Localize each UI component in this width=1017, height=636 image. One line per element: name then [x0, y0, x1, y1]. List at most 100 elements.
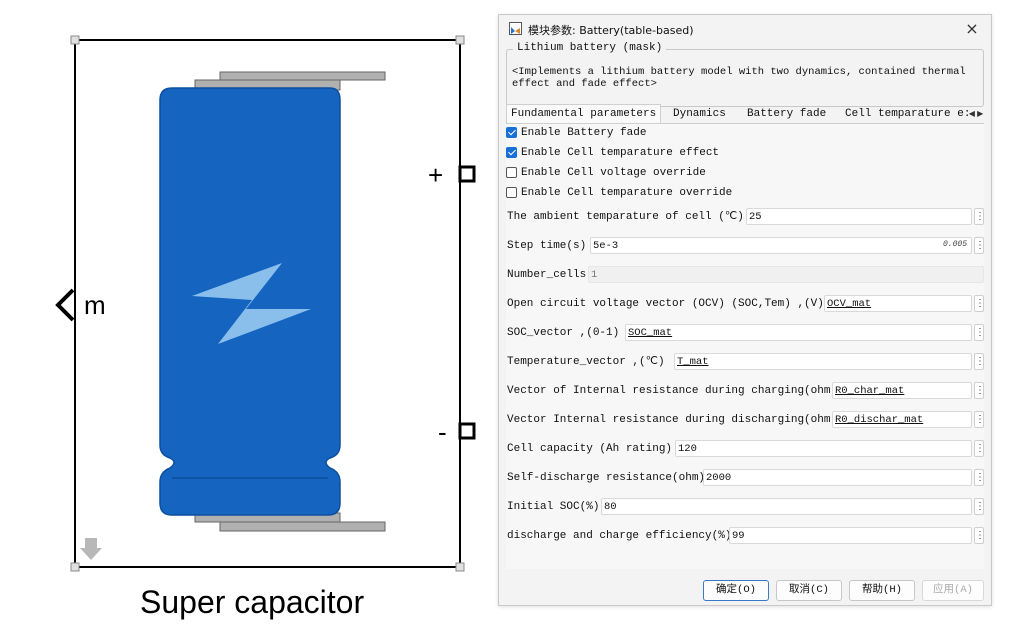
param-input-r0-charging[interactable]: R0_char_mat	[832, 382, 972, 399]
cancel-button[interactable]: 取消(C)	[776, 580, 842, 601]
param-label: SOC_vector ,(0-1)	[507, 327, 620, 339]
param-row-soc-vector: SOC_vector ,(0-1) SOC_mat ⋮	[506, 324, 985, 342]
param-label: Initial SOC(%)	[507, 501, 600, 513]
dialog-title: 模块参数: Battery(table-based)	[528, 24, 694, 37]
param-label: The ambient temparature of cell (℃)	[507, 211, 744, 223]
param-input-soc-vector[interactable]: SOC_mat	[625, 324, 972, 341]
checkbox-unchecked-icon[interactable]	[506, 167, 517, 178]
param-label: Cell capacity (Ah rating)	[507, 443, 673, 455]
param-input-temperature-vector[interactable]: T_mat	[674, 353, 972, 370]
resize-handle-br	[455, 562, 465, 572]
tab-strip: Fundamental parameters Dynamics Battery …	[506, 104, 984, 125]
param-input-cell-capacity[interactable]: 120	[675, 440, 972, 457]
dialog-titlebar[interactable]: 模块参数: Battery(table-based) ×	[499, 15, 991, 43]
param-menu-icon[interactable]: ⋮	[974, 353, 985, 370]
param-value: 25	[749, 211, 762, 223]
param-row-ocv-vector: Open circuit voltage vector (OCV) (SOC,T…	[506, 295, 985, 313]
capacitor-body	[159, 87, 341, 516]
param-menu-icon[interactable]: ⋮	[974, 295, 985, 312]
super-capacitor-block[interactable]: + - m Super capacitor	[0, 0, 495, 636]
param-menu-icon[interactable]: ⋮	[974, 208, 985, 225]
help-button[interactable]: 帮助(H)	[849, 580, 915, 601]
apply-button[interactable]: 应用(A)	[922, 580, 984, 601]
param-menu-icon[interactable]: ⋮	[974, 527, 985, 544]
param-label: discharge and charge efficiency(%)	[507, 530, 732, 542]
checkbox-label: Enable Cell voltage override	[521, 167, 706, 179]
param-label: Number_cells	[507, 269, 587, 281]
param-value: 120	[678, 443, 697, 455]
tab-battery-fade[interactable]: Battery fade	[747, 108, 827, 120]
tab-dynamics[interactable]: Dynamics	[673, 108, 726, 120]
dialog-footer: 确定(O) 取消(C) 帮助(H) 应用(A)	[499, 580, 991, 604]
resize-handle-bl	[70, 562, 80, 572]
param-input-number-cells: 1	[588, 266, 984, 283]
checkbox-checked-icon[interactable]	[506, 127, 517, 138]
param-row-temperature-vector: Temperature_vector ,(℃) T_mat ⋮	[506, 353, 985, 371]
param-value: SOC_mat	[628, 327, 673, 339]
param-value: R0_dischar_mat	[835, 414, 924, 426]
param-input-r0-discharging[interactable]: R0_dischar_mat	[832, 411, 972, 428]
ok-button[interactable]: 确定(O)	[703, 580, 769, 601]
param-menu-icon[interactable]: ⋮	[974, 237, 985, 254]
minus-port	[458, 422, 476, 440]
param-row-r0-discharging: Vector Internal resistance during discha…	[506, 411, 985, 429]
param-input-self-discharge[interactable]: 2000	[703, 469, 972, 486]
param-value: 80	[604, 501, 617, 513]
param-input-efficiency[interactable]: 99	[729, 527, 972, 544]
mask-description-group: Lithium battery (mask) <Implements a lit…	[506, 42, 984, 107]
checkbox-unchecked-icon[interactable]	[506, 187, 517, 198]
param-menu-icon[interactable]: ⋮	[974, 469, 985, 486]
param-input-ambient-temperature[interactable]: 25	[746, 208, 972, 225]
m-port-chevron-icon	[55, 288, 75, 322]
block-graphic	[55, 35, 476, 572]
mask-title: Lithium battery (mask)	[513, 42, 667, 54]
param-menu-icon[interactable]: ⋮	[974, 440, 985, 457]
param-menu-icon[interactable]: ⋮	[974, 498, 985, 515]
close-button[interactable]: ×	[965, 19, 979, 38]
param-value: 1	[591, 269, 598, 281]
param-label: Temperature_vector ,(℃)	[507, 356, 665, 368]
param-row-initial-soc: Initial SOC(%) 80 ⋮	[506, 498, 985, 516]
param-row-number-cells: Number_cells 1	[506, 266, 984, 284]
param-value: 5e-3	[593, 240, 619, 252]
param-label: Open circuit voltage vector (OCV) (SOC,T…	[507, 298, 824, 310]
param-value: 2000	[706, 472, 732, 484]
resize-handle-tr	[455, 35, 465, 45]
param-value: T_mat	[677, 356, 709, 368]
param-input-initial-soc[interactable]: 80	[601, 498, 972, 515]
top-terminal	[194, 71, 386, 91]
param-label: Vector of Internal resistance during cha…	[507, 385, 838, 397]
param-input-step-time[interactable]: 5e-3 0.005	[590, 237, 972, 254]
block-caption: Super capacitor	[140, 584, 365, 620]
plus-port-label: +	[428, 160, 444, 190]
param-row-ambient-temperature: The ambient temparature of cell (℃) 25 ⋮	[506, 208, 985, 226]
mask-description: <Implements a lithium battery model with…	[512, 66, 966, 90]
param-label: Step time(s)	[507, 240, 587, 252]
param-menu-icon[interactable]: ⋮	[974, 382, 985, 399]
minus-port-label: -	[438, 417, 447, 447]
param-value: R0_char_mat	[835, 385, 905, 397]
checkbox-label: Enable Cell temparature effect	[521, 147, 720, 159]
param-menu-icon[interactable]: ⋮	[974, 411, 985, 428]
tab-cell-temparature-effect[interactable]: Cell temparature e:	[845, 108, 971, 120]
app-icon	[509, 22, 522, 35]
arrow-down-icon	[80, 538, 102, 560]
plus-port	[458, 165, 476, 183]
checkbox-label: Enable Cell temparature override	[521, 187, 733, 199]
param-label: Vector Internal resistance during discha…	[507, 414, 838, 426]
param-input-ocv-vector[interactable]: OCV_mat	[824, 295, 972, 312]
param-label: Self-discharge resistance(ohm)	[507, 472, 706, 484]
checkbox-checked-icon[interactable]	[506, 147, 517, 158]
evaluated-value-hint: 0.005	[942, 240, 967, 249]
checkbox-label: Enable Battery fade	[521, 127, 647, 139]
lightning-bolt-icon	[192, 263, 311, 344]
param-value: 99	[732, 530, 745, 542]
param-row-efficiency: discharge and charge efficiency(%) 99 ⋮	[506, 527, 985, 545]
tab-scroll-arrows-icon[interactable]: ◀ ▶	[968, 109, 984, 118]
param-menu-icon[interactable]: ⋮	[974, 324, 985, 341]
param-row-self-discharge: Self-discharge resistance(ohm) 2000 ⋮	[506, 469, 985, 487]
resize-handle-tl	[70, 35, 80, 45]
tab-fundamental-parameters[interactable]: Fundamental parameters	[506, 104, 662, 125]
param-row-r0-charging: Vector of Internal resistance during cha…	[506, 382, 985, 400]
param-value: OCV_mat	[827, 298, 872, 310]
